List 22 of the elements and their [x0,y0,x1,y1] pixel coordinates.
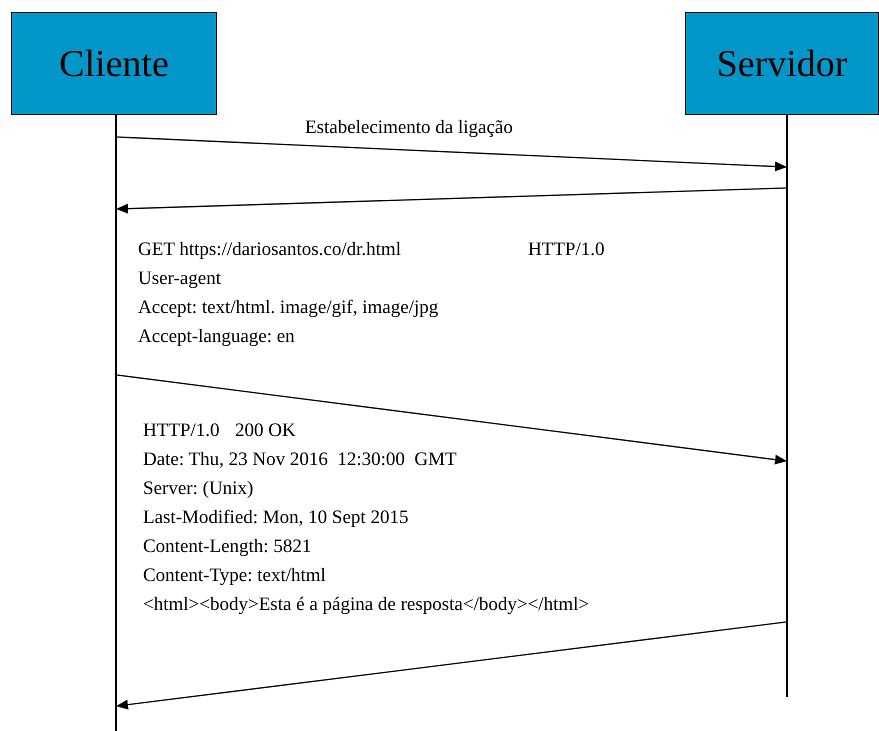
message-text: Content-Length: 5821 [143,537,312,556]
message-text: Content-Type: text/html [143,566,326,585]
message-text: Accept-language: en [138,327,295,346]
message-arrow [116,136,787,172]
message-text: Date: Thu, 23 Nov 2016 12:30:00 GMT [143,450,457,469]
participant-box: Servidor [685,12,879,115]
message-text: Accept: text/html. image/gif, image/jpg [138,298,438,317]
message-text: Server: (Unix) [143,479,254,498]
message-text: GET https://dariosantos.co/dr.html [138,240,401,259]
lifeline [115,115,117,731]
message-text: Last-Modified: Mon, 10 Sept 2015 [143,508,408,527]
message-arrow [116,621,786,710]
edge-label: Estabelecimento da ligação [305,118,513,137]
message-text: <html><body>Esta é a página de resposta</body></html> [143,595,590,614]
message-text: HTTP/1.0 [528,240,605,259]
message-arrow [116,374,787,465]
message-text: User-agent [138,269,221,288]
message-text: 200 OK [235,421,296,440]
message-arrow [116,187,786,214]
participant-box: Cliente [11,12,217,115]
message-text: HTTP/1.0 [143,421,220,440]
lifeline [786,115,788,697]
